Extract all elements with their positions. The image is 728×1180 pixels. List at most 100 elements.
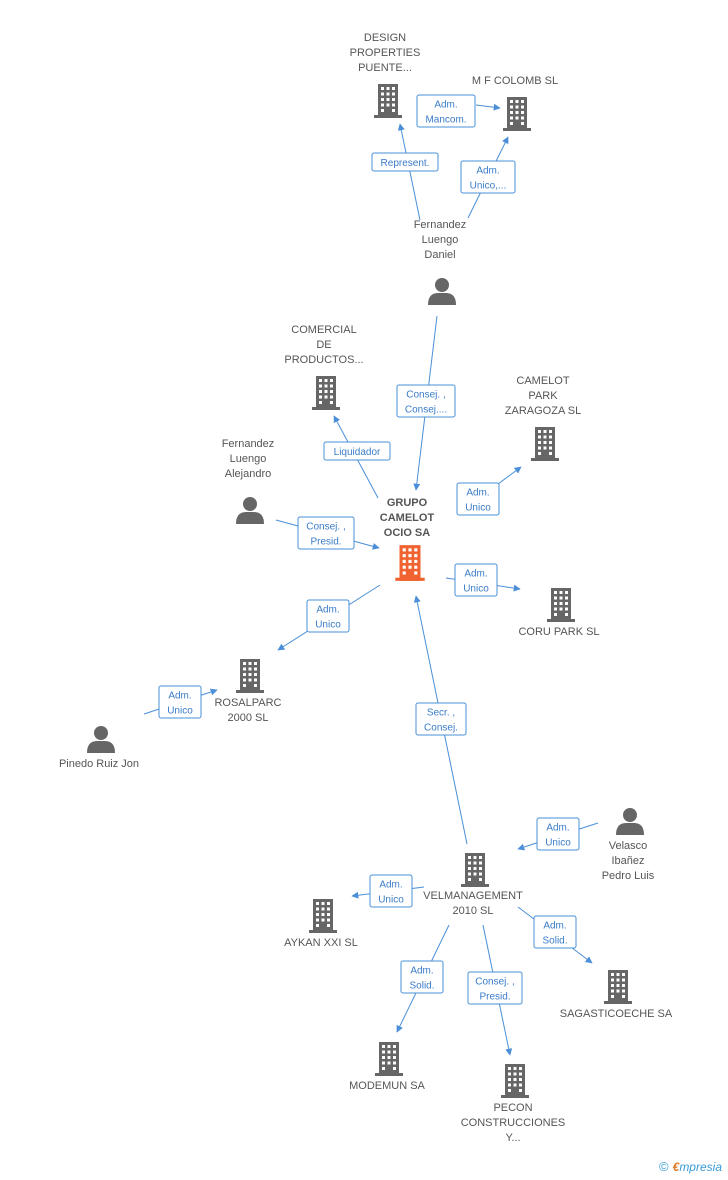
edge-pinedo-rosalparc: Adm.Unico <box>143 685 218 719</box>
node-label: CAMELOT <box>380 512 435 524</box>
person-icon <box>87 726 115 753</box>
edge-label-text: Unico <box>463 584 489 595</box>
node-label: ROSALPARC <box>214 697 281 709</box>
edge-label-text: Presid. <box>310 537 341 548</box>
edge-falejandro-grupo: Consej. , Presid. <box>275 516 380 550</box>
node-modemun[interactable]: MODEMUN SA <box>349 1042 426 1092</box>
node-label: CORU PARK SL <box>518 626 599 638</box>
edge-label-text: Consej. <box>424 723 458 734</box>
edge-label-box <box>454 563 498 597</box>
edge-label-text: Consej. , <box>306 522 345 533</box>
node-label: PUENTE... <box>358 62 412 74</box>
edge-label-text: Adm. <box>168 691 191 702</box>
edge-label-text: Adm. <box>464 569 487 580</box>
building-icon <box>312 376 340 410</box>
node-design[interactable]: DESIGN PROPERTIES PUENTE... <box>350 32 421 118</box>
node-label: 2000 SL <box>228 712 269 724</box>
building-icon <box>547 588 575 622</box>
node-pecon[interactable]: PECONCONSTRUCCIONESY... <box>461 1064 566 1144</box>
edge-label-box <box>415 702 467 736</box>
node-comercial[interactable]: COMERCIALDEPRODUCTOS... <box>284 324 364 410</box>
edge-label-text: Mancom. <box>425 115 466 126</box>
edge-label-text: Adm. <box>543 921 566 932</box>
node-label: AYKAN XXI SL <box>284 937 358 949</box>
node-label: Fernandez <box>414 219 467 231</box>
edge-label-text: Adm. <box>546 823 569 834</box>
edge-label-text: Adm. <box>316 605 339 616</box>
node-label: Fernandez <box>222 438 275 450</box>
edge-label-text: Adm. <box>434 100 457 111</box>
node-label: Velasco <box>609 840 648 852</box>
node-label: PROPERTIES <box>350 47 421 59</box>
edge-label-box <box>371 152 439 172</box>
node-label: COMERCIAL <box>291 324 356 336</box>
edge-label-text: Solid. <box>409 981 434 992</box>
node-sagasticoeche[interactable]: SAGASTICOECHE SA <box>560 970 673 1020</box>
edge-velmanagement-aykan: Adm. Unico <box>351 874 425 908</box>
edge-label-text: Adm. <box>379 880 402 891</box>
node-label: Pedro Luis <box>602 870 655 882</box>
node-label: Daniel <box>424 249 455 261</box>
edge-label-text: Consej. , <box>475 977 514 988</box>
building-icon <box>501 1064 529 1098</box>
person-icon <box>236 497 264 524</box>
edge-label-box <box>467 971 523 1005</box>
node-label: OCIO SA <box>384 527 431 539</box>
edge-label-box <box>158 685 202 719</box>
edge-label-text: Unico,... <box>470 181 507 192</box>
building-icon <box>531 427 559 461</box>
building-icon <box>503 97 531 131</box>
node-label: CAMELOT <box>516 375 569 387</box>
building-icon <box>375 1042 403 1076</box>
edge-label-box <box>460 160 516 194</box>
node-pinedo[interactable]: Pinedo Ruiz Jon <box>59 726 139 770</box>
edge-grupo-comercial: Liquidador <box>323 415 391 499</box>
node-label: Y... <box>505 1132 520 1144</box>
edge-label-text: Solid. <box>542 936 567 947</box>
brand-e-logo: € <box>672 1160 680 1174</box>
node-corupark[interactable]: CORU PARK SL <box>518 588 600 638</box>
edge-fdaniel-mfcolomb: Adm. Unico,... <box>460 136 516 219</box>
node-aykan[interactable]: AYKAN XXI SL <box>284 899 358 949</box>
person-icon <box>616 808 644 835</box>
edge-label-text: Unico <box>545 838 571 849</box>
edge-label-box <box>416 94 476 128</box>
node-rosalparc[interactable]: ROSALPARC 2000 SL <box>214 659 282 724</box>
building-icon <box>309 899 337 933</box>
edge-design-mfcolomb: Adm. Mancom. <box>416 94 501 128</box>
building-icon <box>461 853 489 887</box>
building-icon <box>236 659 264 693</box>
node-label: ZARAGOZA SL <box>505 405 581 417</box>
edge-fdaniel-grupo: Consej. , Consej.... <box>396 315 456 491</box>
node-label: DESIGN <box>364 32 406 44</box>
node-label: M F COLOMB SL <box>472 75 558 87</box>
building-icon <box>395 545 425 581</box>
edge-line <box>397 123 421 221</box>
node-label: Luengo <box>230 453 267 465</box>
edge-grupo-corupark: Adm. Unico <box>445 563 521 597</box>
edge-label-text: Adm. <box>466 488 489 499</box>
edge-velmanagement-modemun: Adm.Solid. <box>396 924 450 1033</box>
edge-label-text: Adm. <box>476 166 499 177</box>
copyright-symbol: © <box>659 1159 669 1174</box>
edge-label-text: Represent. <box>381 158 430 169</box>
edge-grupo-camelotpark: Adm.Unico <box>456 466 522 516</box>
node-mfcolomb[interactable]: M F COLOMB SL <box>472 75 558 131</box>
edge-label-text: Consej. , <box>406 390 445 401</box>
edge-label-text: Presid. <box>479 992 510 1003</box>
node-label: SAGASTICOECHE SA <box>560 1008 673 1020</box>
edge-label-text: Consej.... <box>405 405 447 416</box>
edge-label-box <box>323 441 391 461</box>
edge-label-box <box>533 915 577 949</box>
edge-label-box <box>400 960 444 994</box>
edge-label-text: Secr. , <box>427 708 455 719</box>
edge-label-text: Unico <box>378 895 404 906</box>
node-label: CONSTRUCCIONES <box>461 1117 566 1129</box>
